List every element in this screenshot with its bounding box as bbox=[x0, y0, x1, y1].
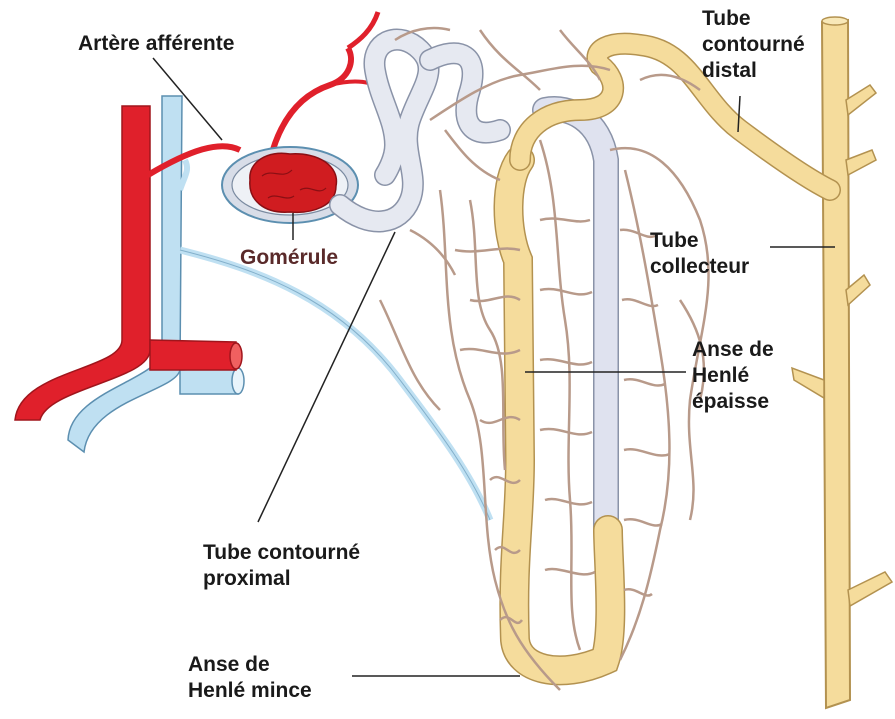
label-thick-loop: Anse de Henlé épaisse bbox=[692, 337, 774, 415]
leader-proximal-tubule bbox=[258, 232, 395, 522]
label-distal-tubule: Tube contourné distal bbox=[702, 6, 805, 84]
loop-of-henle bbox=[508, 44, 830, 671]
label-glomerulus: Gomérule bbox=[240, 245, 338, 271]
label-collecting-duct: Tube collecteur bbox=[650, 228, 749, 280]
label-proximal-tubule: Tube contourné proximal bbox=[203, 540, 360, 592]
collecting-duct bbox=[792, 17, 892, 708]
label-afferent-artery: Artère afférente bbox=[78, 31, 234, 57]
label-thin-loop: Anse de Henlé mince bbox=[188, 652, 312, 704]
